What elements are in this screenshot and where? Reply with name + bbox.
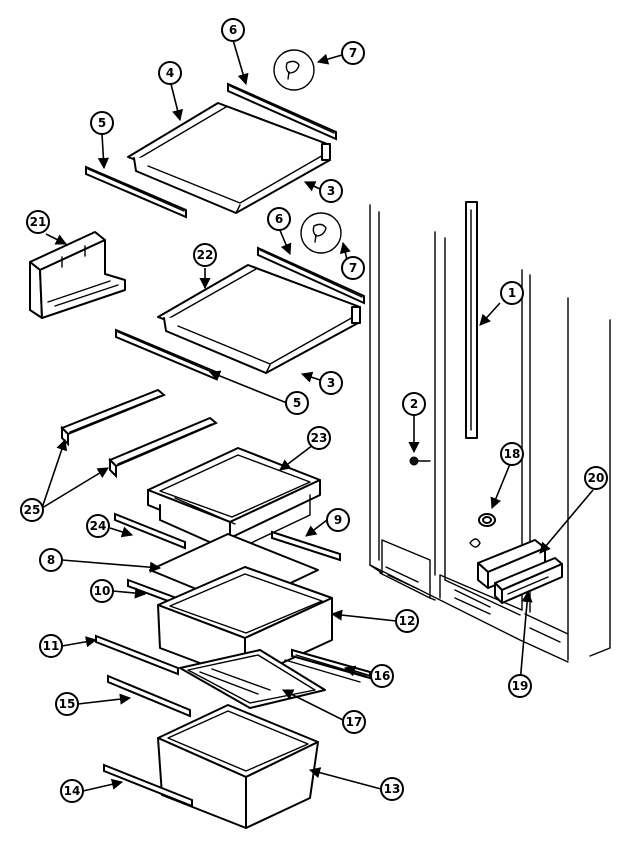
callout-15: 15 — [55, 692, 79, 716]
svg-text:12: 12 — [399, 614, 416, 628]
drawer-rail-part-24 — [114, 512, 186, 550]
callout-12: 12 — [395, 609, 419, 633]
svg-text:3: 3 — [327, 376, 335, 390]
control-knob-part-18 — [469, 513, 496, 548]
svg-text:16: 16 — [374, 669, 391, 683]
svg-text:9: 9 — [334, 513, 342, 527]
callout-1: 1 — [500, 281, 524, 305]
svg-text:15: 15 — [59, 697, 76, 711]
svg-text:6: 6 — [229, 23, 237, 37]
slide-rails-part-25 — [60, 388, 218, 479]
svg-text:4: 4 — [166, 66, 174, 80]
callout-16: 16 — [370, 664, 394, 688]
callout-25: 25 — [20, 498, 44, 522]
svg-text:25: 25 — [24, 503, 41, 517]
callout-6-middle: 6 — [267, 207, 291, 231]
svg-text:3: 3 — [327, 184, 335, 198]
svg-text:1: 1 — [508, 286, 516, 300]
callout-10: 10 — [90, 579, 114, 603]
vent-slots — [385, 566, 561, 643]
callout-13: 13 — [380, 777, 404, 801]
svg-text:11: 11 — [43, 639, 60, 653]
callout-2: 2 — [402, 392, 426, 416]
callout-18: 18 — [500, 442, 524, 466]
svg-text:18: 18 — [504, 447, 521, 461]
callout-3-top: 3 — [319, 179, 343, 203]
cover-part-21 — [29, 231, 126, 319]
svg-text:2: 2 — [410, 397, 418, 411]
bracket-part-19 — [494, 557, 563, 604]
leader-lines — [41, 39, 594, 792]
svg-text:14: 14 — [64, 784, 81, 798]
callout-24: 24 — [86, 514, 110, 538]
callout-9: 9 — [326, 508, 350, 532]
svg-text:7: 7 — [349, 46, 357, 60]
callout-6-top: 6 — [221, 18, 245, 42]
callout-19: 19 — [508, 674, 532, 698]
drawer-rail-part-14 — [103, 763, 193, 808]
trim-clip-part-7-top — [273, 49, 315, 91]
svg-text:20: 20 — [588, 471, 605, 485]
svg-text:6: 6 — [275, 212, 283, 226]
refrigerator-cabinet — [369, 204, 611, 663]
svg-text:5: 5 — [293, 396, 301, 410]
shelf-ladder-part-1 — [465, 201, 478, 439]
callout-14: 14 — [60, 779, 84, 803]
bottom-bin-part-13 — [157, 704, 319, 829]
svg-text:10: 10 — [94, 584, 111, 598]
svg-text:13: 13 — [384, 782, 401, 796]
trim-clip-part-7-middle — [300, 212, 342, 254]
svg-text:24: 24 — [90, 519, 107, 533]
svg-text:17: 17 — [346, 715, 363, 729]
callout-17: 17 — [342, 710, 366, 734]
drawer-rail-part-15 — [107, 674, 191, 718]
svg-text:23: 23 — [311, 431, 328, 445]
top-shelf-assembly — [85, 49, 337, 219]
svg-text:8: 8 — [47, 553, 55, 567]
callout-4: 4 — [158, 61, 182, 85]
callout-23: 23 — [307, 426, 331, 450]
callout-7-top: 7 — [341, 41, 365, 65]
callout-21: 21 — [26, 210, 50, 234]
svg-text:22: 22 — [197, 248, 214, 262]
callout-22: 22 — [193, 243, 217, 267]
callout-8-lower: 8 — [39, 548, 63, 572]
svg-text:5: 5 — [98, 116, 106, 130]
svg-text:19: 19 — [512, 679, 529, 693]
drawer-rail-part-9 — [271, 530, 341, 562]
svg-text:21: 21 — [30, 215, 47, 229]
svg-text:7: 7 — [349, 261, 357, 275]
callout-7-middle: 7 — [341, 256, 365, 280]
callout-3-middle: 3 — [319, 371, 343, 395]
callout-5-middle: 5 — [285, 391, 309, 415]
callout-20: 20 — [584, 466, 608, 490]
callout-5-top: 5 — [90, 111, 114, 135]
middle-shelf-assembly — [115, 212, 365, 381]
callout-11: 11 — [39, 634, 63, 658]
screw-part-2 — [409, 456, 431, 466]
